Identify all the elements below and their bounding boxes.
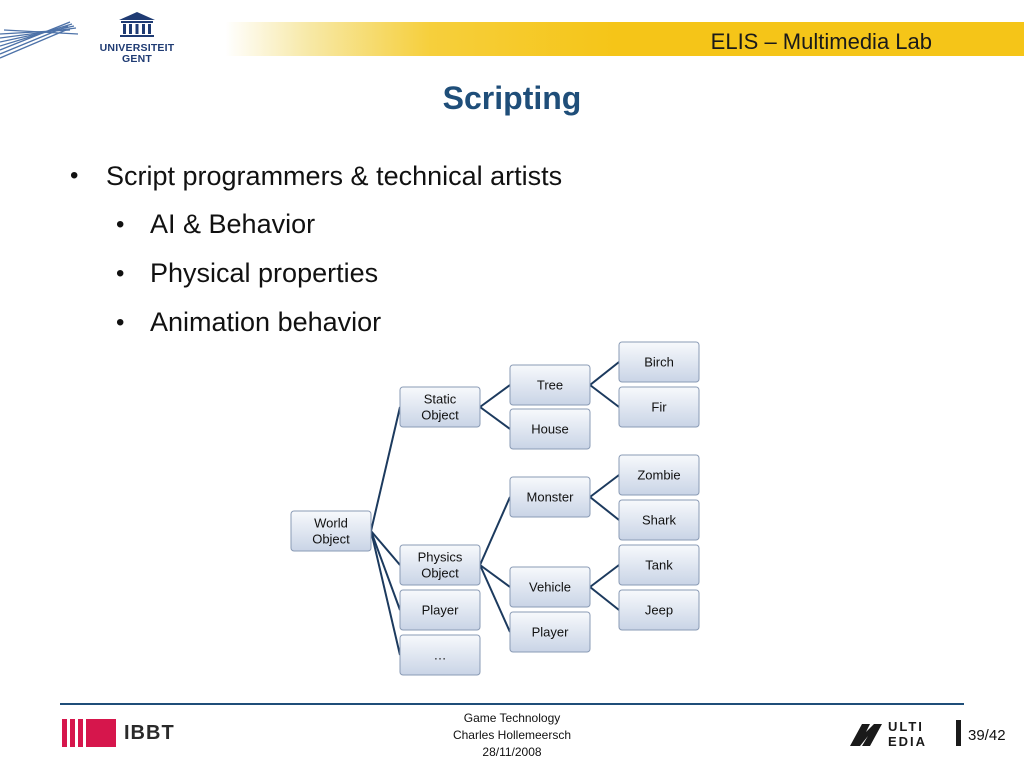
node-label: Birch <box>644 355 674 370</box>
bullet-text: Physical properties <box>150 258 379 288</box>
node-fir: Fir <box>618 386 700 428</box>
edge-world-player1 <box>370 530 401 611</box>
node-box <box>399 589 481 631</box>
bullet-list: • Script programmers & technical artists… <box>70 152 562 347</box>
node-box <box>618 499 700 541</box>
node-box <box>509 476 591 518</box>
node-box <box>618 544 700 586</box>
ibbt-logo: IBBT <box>62 718 175 748</box>
edge-physics-monster <box>479 496 511 566</box>
node-zombie: Zombie <box>618 454 700 496</box>
footer-info: Game Technology Charles Hollemeersch 28/… <box>412 710 612 761</box>
edge-tree-birch <box>589 361 620 386</box>
lab-name: ELIS – Multimedia Lab <box>710 29 932 54</box>
node-box <box>618 454 700 496</box>
multimedia-lab-logo: ULTI EDIA <box>850 719 961 749</box>
node-label: Jeep <box>645 603 673 618</box>
node-label: Player <box>532 625 570 640</box>
edge-world-physics <box>370 530 401 566</box>
bullet-item: • Script programmers & technical artists <box>70 152 562 200</box>
sub-bullet-item: • AI & Behavior <box>70 200 562 249</box>
node-label: Shark <box>642 513 676 528</box>
node-box <box>509 566 591 608</box>
edge-vehicle-jeep <box>589 586 620 611</box>
node-player1: Player <box>399 589 481 631</box>
bullet-dot: • <box>70 162 79 189</box>
node-tree: Tree <box>509 364 591 406</box>
node-label: Vehicle <box>529 580 571 595</box>
edge-world-static <box>370 406 401 532</box>
sub-bullet-item: • Physical properties <box>70 249 562 298</box>
node-monster: Monster <box>509 476 591 518</box>
node-vehicle: Vehicle <box>509 566 591 608</box>
university-building-icon <box>119 12 155 37</box>
node-box <box>618 386 700 428</box>
node-box <box>399 386 481 428</box>
ibbt-logo-text: IBBT <box>124 721 175 744</box>
bullet-text: Script programmers & technical artists <box>106 160 563 191</box>
edge-tree-fir <box>589 384 620 408</box>
svg-text:EDIA: EDIA <box>888 734 927 749</box>
node-box <box>509 611 591 653</box>
node-label: House <box>531 422 569 437</box>
ugent-logo-line2: GENT <box>122 53 152 65</box>
edge-physics-vehicle <box>479 564 511 588</box>
edge-vehicle-tank <box>589 564 620 588</box>
node-label: … <box>434 648 447 663</box>
bullet-dot: • <box>116 259 125 287</box>
edge-static-tree <box>479 384 511 408</box>
svg-text:ULTI: ULTI <box>888 719 924 734</box>
bullet-dot: • <box>116 210 125 238</box>
node-label: Fir <box>651 400 667 415</box>
node-label: Tree <box>537 378 563 393</box>
ugent-logo-line1: UNIVERSITEIT <box>99 42 175 54</box>
slide-title: Scripting <box>442 80 582 116</box>
edge-monster-shark <box>589 496 620 521</box>
node-house: House <box>509 408 591 450</box>
node-box <box>399 634 481 676</box>
edge-physics-player2 <box>479 564 511 633</box>
node-box <box>399 544 481 586</box>
node-box <box>290 510 372 552</box>
edge-world-ellipsis <box>370 530 401 656</box>
header-band <box>0 22 1024 56</box>
ibbt-bars-icon <box>62 719 116 747</box>
bullet-text: Animation behavior <box>150 307 382 337</box>
footer-author: Charles Hollemeersch <box>452 728 572 742</box>
ugent-logo: UNIVERSITEIT GENT <box>96 10 178 70</box>
node-jeep: Jeep <box>618 589 700 631</box>
node-label: Tank <box>645 558 673 573</box>
node-shark: Shark <box>618 499 700 541</box>
node-box <box>618 341 700 383</box>
node-box <box>618 589 700 631</box>
footer-divider <box>60 703 964 705</box>
node-box <box>509 364 591 406</box>
node-label: Monster <box>527 490 575 505</box>
node-tank: Tank <box>618 544 700 586</box>
sub-bullet-item: • Animation behavior <box>70 298 562 347</box>
edge-monster-zombie <box>589 474 620 498</box>
edge-static-house <box>479 406 511 430</box>
diagram-edges <box>370 361 620 656</box>
footer-date: 28/11/2008 <box>482 745 542 759</box>
node-box <box>509 408 591 450</box>
node-label: Player <box>422 603 460 618</box>
bullet-text: AI & Behavior <box>150 209 316 239</box>
footer-course: Game Technology <box>463 711 561 725</box>
bullet-dot: • <box>116 308 125 336</box>
header-blue-decoration <box>0 21 79 59</box>
page-number: 39/42 <box>968 727 1006 744</box>
node-birch: Birch <box>618 341 700 383</box>
node-player2: Player <box>509 611 591 653</box>
node-ellipsis: … <box>399 634 481 676</box>
node-label: Zombie <box>637 468 680 483</box>
